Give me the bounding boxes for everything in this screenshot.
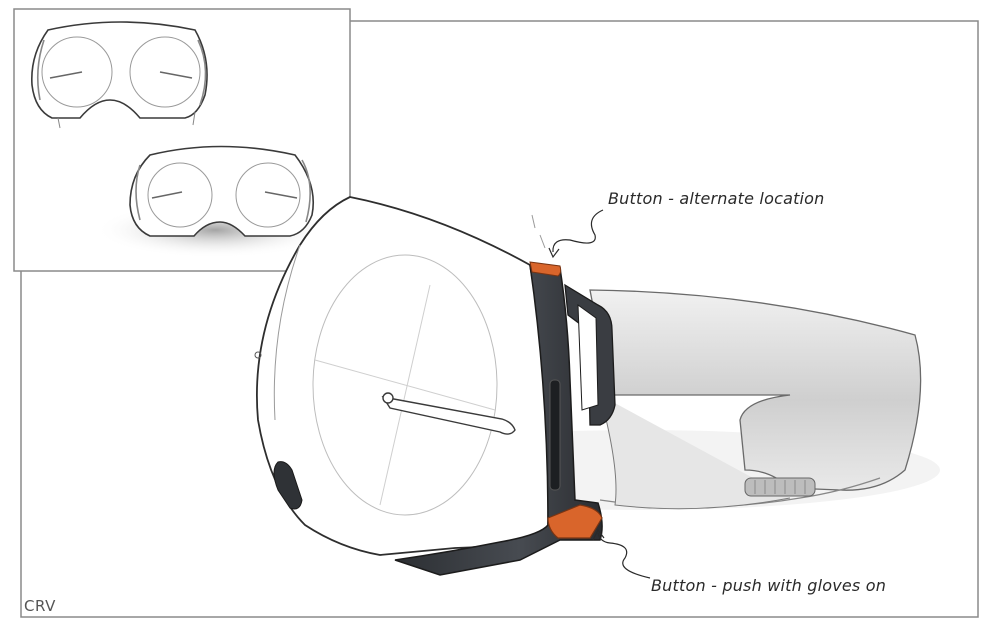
- goggle-main-view: [254, 196, 940, 579]
- side-vent: [273, 461, 303, 510]
- button-alternate-location: [529, 261, 562, 277]
- strap-buckle: [744, 477, 816, 497]
- button-push-with-gloves: [547, 504, 603, 539]
- artist-signature: CRV: [24, 597, 56, 615]
- goggle-front-view-1: [31, 21, 208, 129]
- annotation-button-alternate-location: Button - alternate location: [608, 189, 825, 208]
- head-strap: [589, 289, 922, 510]
- leader-line-top: [552, 209, 604, 253]
- goggle-front-view-2: [129, 145, 315, 237]
- leader-line-bottom: [597, 532, 651, 579]
- main-frame: [20, 20, 979, 618]
- goggle-frame: [394, 264, 603, 576]
- inset-panel: [13, 8, 351, 272]
- annotation-button-push-with-gloves: Button - push with gloves on: [651, 576, 887, 595]
